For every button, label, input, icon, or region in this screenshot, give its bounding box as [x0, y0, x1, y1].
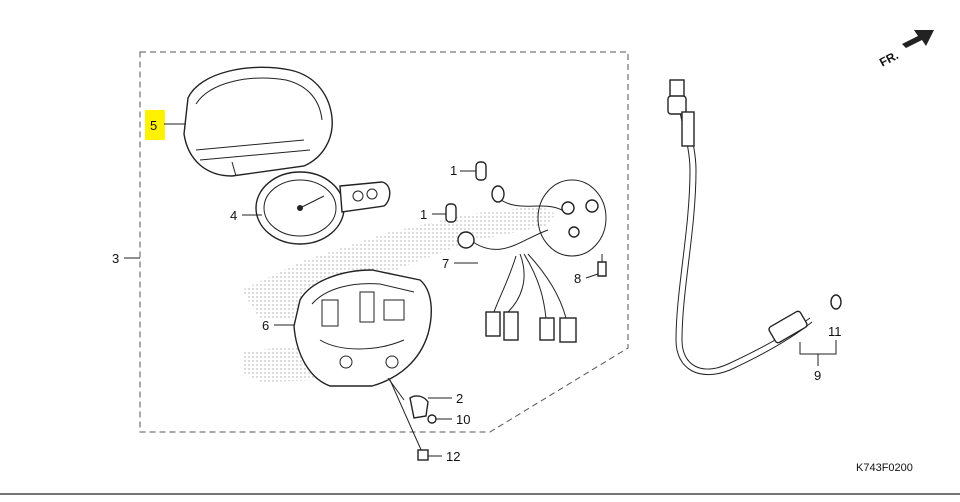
callout-10: 10	[456, 412, 470, 427]
callout-1a: 1	[450, 163, 457, 178]
fitting-part-2[interactable]	[387, 377, 429, 419]
screw-part-10[interactable]	[427, 414, 437, 424]
bulb-part-a[interactable]	[475, 161, 487, 181]
meter-case-part[interactable]	[293, 269, 432, 387]
callout-12: 12	[446, 449, 460, 464]
callout-5-highlight	[145, 110, 165, 140]
front-direction-arrow	[902, 30, 934, 48]
direction-label: FR.	[877, 48, 901, 69]
callout-4: 4	[230, 208, 237, 223]
assembly-boundary	[139, 51, 629, 433]
speedometer-cable-part[interactable]	[667, 79, 813, 375]
wire-harness-part[interactable]	[457, 179, 607, 343]
callout-9: 9	[814, 368, 821, 383]
callout-3: 3	[112, 251, 119, 266]
callout-11: 11	[828, 324, 842, 339]
callout-5: 5	[150, 118, 157, 133]
meter-face-part[interactable]	[255, 171, 391, 245]
o-ring-part[interactable]	[830, 294, 842, 310]
callout-7: 7	[442, 256, 449, 271]
drawing-code: K743F0200	[856, 462, 913, 474]
callout-2: 2	[456, 391, 463, 406]
callout-1b: 1	[420, 207, 427, 222]
screw-part-12[interactable]	[389, 379, 429, 461]
callout-8: 8	[574, 271, 581, 286]
leader-9	[799, 340, 837, 355]
callout-6: 6	[262, 318, 269, 333]
screw-part-8[interactable]	[597, 254, 607, 277]
leader-8	[585, 273, 599, 279]
meter-cover-part[interactable]	[183, 66, 333, 177]
bulb-part-b[interactable]	[445, 203, 457, 223]
